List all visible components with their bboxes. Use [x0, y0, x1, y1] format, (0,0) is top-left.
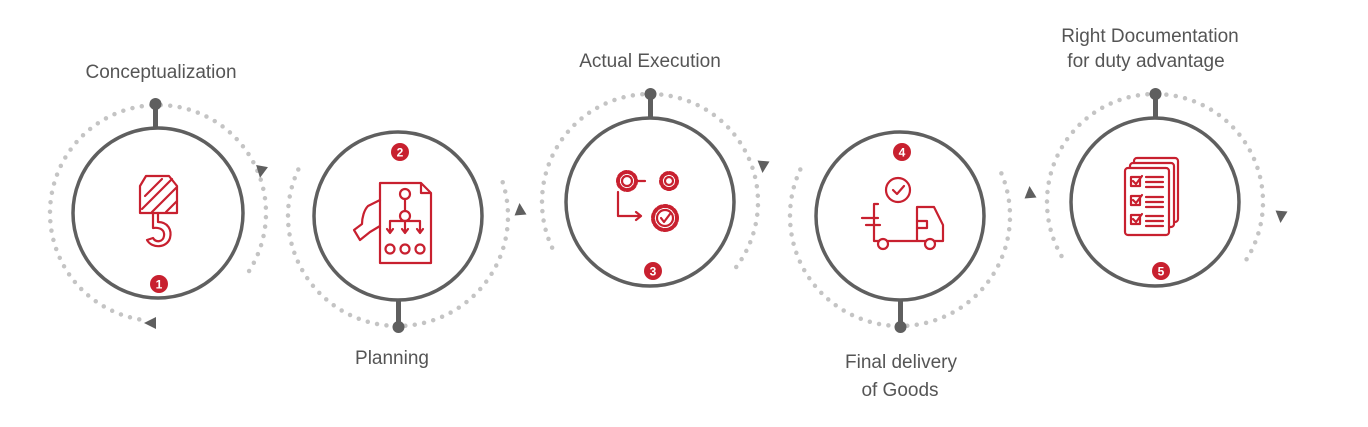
step-circle: [814, 130, 986, 302]
pin-head: [644, 88, 657, 100]
dotted-arc: [285, 167, 511, 329]
step-2: 2 Planning: [312, 130, 484, 369]
step-number-badge: [391, 143, 409, 161]
arrowhead-icon: [757, 160, 770, 173]
pin-stem: [153, 103, 158, 131]
crane-hook-icon: [138, 174, 179, 248]
pin-stem: [898, 300, 903, 326]
arrowhead-icon: [1024, 186, 1037, 199]
arrowhead-icon: [144, 317, 156, 329]
gears-process-icon: [616, 170, 679, 232]
arrowheads: [144, 160, 1288, 329]
step-1: 1 Conceptualization: [71, 62, 245, 300]
delivery-truck-icon: [860, 176, 945, 251]
dotted-arc: [539, 91, 761, 274]
step-number-badge: [1152, 262, 1170, 280]
pin-stem: [648, 93, 653, 120]
step-number: 2: [397, 146, 404, 160]
step-circle: [564, 116, 736, 288]
step-number-badge: [150, 275, 168, 293]
checklist-documents-icon: [1123, 156, 1180, 237]
pin-stem: [1153, 93, 1158, 120]
pin-head: [392, 321, 405, 333]
arrowhead-icon: [514, 203, 527, 216]
step-3: 3 Actual Execution: [564, 51, 736, 288]
step-number: 4: [899, 146, 906, 160]
step-label: Actual Execution: [579, 51, 721, 72]
pin-head: [894, 321, 907, 333]
step-label-line-1: Final delivery: [845, 352, 957, 373]
step-label-line-2: of Goods: [861, 380, 938, 401]
dotted-arc: [1044, 91, 1266, 267]
arrowhead-icon: [256, 165, 268, 178]
pin-stem: [396, 300, 401, 326]
flowchart-document-icon: [352, 181, 433, 265]
step-number: 5: [1158, 265, 1165, 279]
step-4: 4 Final delivery of Goods: [814, 130, 986, 401]
step-circle: [312, 130, 484, 302]
dotted-arc: [47, 102, 269, 322]
pin-head: [149, 98, 162, 110]
pin-head: [1149, 88, 1162, 100]
step-number: 1: [156, 278, 163, 292]
step-number: 3: [650, 265, 657, 279]
step-5: 5 Right Documentation for duty advantage: [1061, 26, 1241, 288]
step-label-line-1: Right Documentation: [1061, 26, 1238, 47]
step-number-badge: [893, 143, 911, 161]
step-number-badge: [644, 262, 662, 280]
step-label: Planning: [355, 348, 429, 369]
step-label: Conceptualization: [85, 62, 236, 83]
arrowhead-icon: [1275, 210, 1288, 223]
step-label-line-2: for duty advantage: [1067, 51, 1224, 72]
